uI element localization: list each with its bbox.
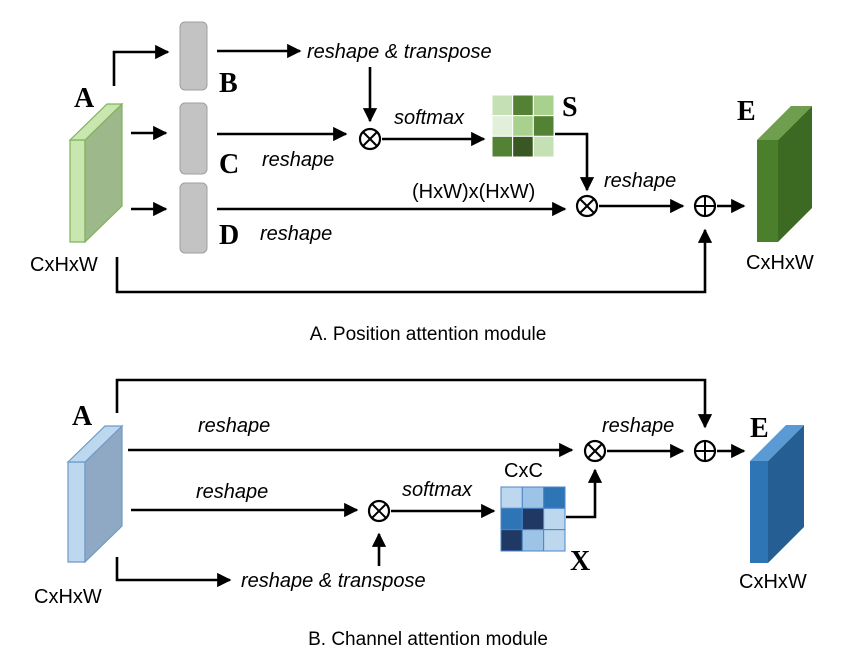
residual-connection [115,228,713,294]
matrix-cell [512,135,534,158]
matrix-cell [521,507,545,531]
matrix-cell [491,115,514,137]
module-caption: B. Channel attention module [308,629,548,650]
channel-attention-module: A CxHxW reshape reshape softmax reshape … [34,378,807,650]
label-softmax: softmax [394,107,465,129]
label-reshape-mid: reshape [196,481,268,503]
output-front-face [750,461,768,563]
output-feature-block [750,425,804,563]
input-top-face [66,425,124,463]
multiply-operator [367,499,391,523]
multiply-operator [575,194,599,218]
matrix-cell [543,529,566,552]
output-dims: CxHxW [739,571,807,593]
matrix-cell [491,135,514,158]
residual-connection [115,378,713,429]
output-letter: E [750,413,769,444]
label-reshape-d: reshape [260,223,332,245]
output-dims: CxHxW [746,252,814,274]
matrix-cell [532,135,555,158]
multiply-operator [583,439,607,463]
label-s: S [562,92,578,123]
label-attention-dims: CxC [504,460,543,482]
matrix-cell [500,529,523,552]
matrix-cell [532,94,555,117]
label-attention-dims: (HxW)x(HxW) [412,181,535,203]
label-reshape-out: reshape [604,170,676,192]
matrix-cell [543,507,566,531]
label-b: B [219,68,238,99]
input-letter: A [72,401,93,432]
position-attention-module: A CxHxW B C D reshape & transpose reshap… [30,21,814,345]
output-side-face [778,106,812,242]
label-reshape-transpose: reshape & transpose [241,570,426,592]
module-caption: A. Position attention module [310,324,547,345]
matrix-cell [500,486,523,509]
arrow-x-up [566,468,603,519]
input-dims: CxHxW [34,586,102,608]
input-top-face [68,103,124,141]
matrix-cell [491,94,514,117]
input-feature-block [68,102,124,244]
matrix-cell [532,115,555,137]
conv-block-b [179,21,208,91]
label-reshape-transpose: reshape & transpose [307,41,492,63]
multiply-operator [358,127,382,151]
output-feature-block [757,106,812,242]
add-operator [693,439,717,463]
input-letter: A [74,83,95,114]
output-front-face [757,140,778,242]
label-reshape-top: reshape [198,415,270,437]
matrix-cell [521,486,545,509]
label-x: X [570,546,590,577]
attention-map-x [500,486,566,552]
arrow-reshape-transpose [115,557,232,588]
conv-block-d [179,182,208,254]
matrix-cell [512,115,534,137]
attention-map-s [491,94,555,158]
add-operator [693,194,717,218]
output-letter: E [737,96,756,127]
input-feature-block [66,424,124,564]
output-top-face [757,106,812,140]
input-front-face [69,139,86,243]
matrix-cell [543,486,566,509]
output-top-face [750,425,804,461]
output-side-face [768,425,804,563]
conv-block-c [179,102,208,175]
label-softmax: softmax [402,479,473,501]
matrix-cell [500,507,523,531]
input-front-face [67,461,86,563]
input-dims: CxHxW [30,254,98,276]
arrow-to-b [112,44,170,86]
label-d: D [219,220,239,251]
label-reshape-out: reshape [602,415,674,437]
matrix-cell [512,94,534,117]
label-reshape-c: reshape [262,149,334,171]
matrix-cell [521,529,545,552]
arrow-s-down [555,132,595,192]
label-c: C [219,149,239,180]
